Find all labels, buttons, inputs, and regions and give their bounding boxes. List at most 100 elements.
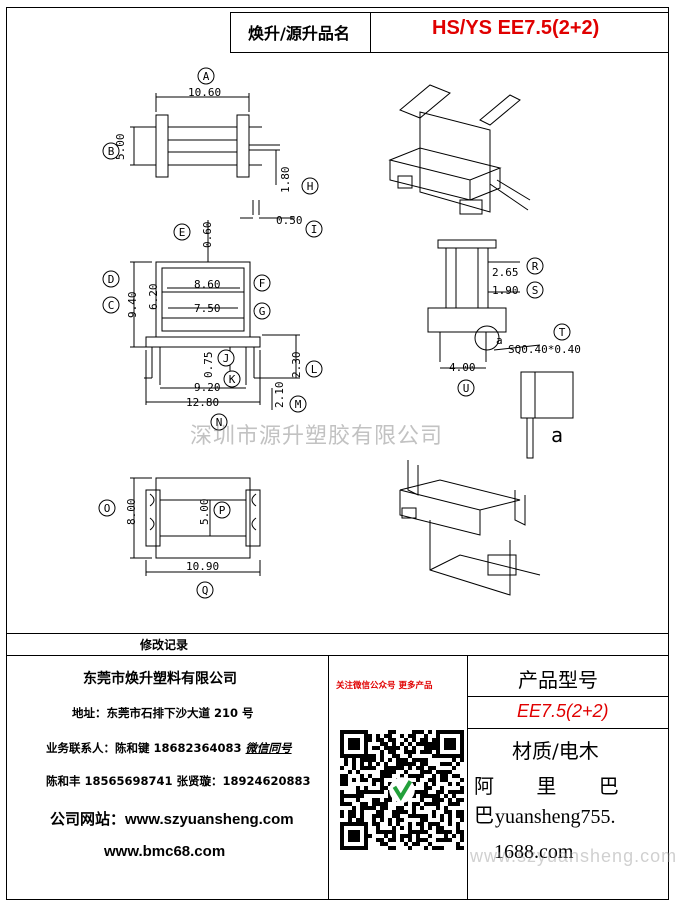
marker-h: H bbox=[307, 180, 314, 193]
marker-j: J bbox=[223, 352, 230, 365]
marker-circle-o bbox=[98, 499, 116, 517]
model-value: EE7.5(2+2) bbox=[517, 701, 609, 721]
detail-a bbox=[520, 371, 574, 459]
marker-circle-l bbox=[305, 360, 323, 378]
marker-t: T bbox=[559, 326, 566, 339]
contact-1-text: 业务联系人：陈和键 18682364083 bbox=[46, 741, 242, 755]
marker-circle-c bbox=[102, 296, 120, 314]
marker-circle-s bbox=[526, 281, 544, 299]
marker-e: E bbox=[179, 226, 186, 239]
dim-o: 8.00 bbox=[125, 499, 138, 526]
header-divider bbox=[370, 12, 371, 52]
marker-circle-e bbox=[173, 223, 191, 241]
company-website[interactable]: 公司网站：www.szyuansheng.com bbox=[50, 811, 294, 828]
marker-a: A bbox=[203, 70, 210, 83]
shop-url-line-2[interactable]: 1688.com bbox=[494, 841, 574, 863]
header-bottom-line bbox=[230, 52, 669, 53]
header-top-line bbox=[230, 12, 669, 13]
marker-circle-r bbox=[526, 257, 544, 275]
dim-s: 1.90 bbox=[492, 284, 519, 297]
dim-e: 0.60 bbox=[201, 222, 214, 249]
material-label: 材质/电木 bbox=[512, 739, 599, 763]
marker-r: R bbox=[532, 260, 539, 273]
dim-d: 6.20 bbox=[147, 284, 160, 311]
marker-circle-m bbox=[289, 395, 307, 413]
marker-k: K bbox=[229, 373, 236, 386]
technical-drawing: 10.60 5.00 1.80 0.50 0.60 8.60 7.50 9.40… bbox=[98, 67, 581, 599]
top-view bbox=[130, 93, 295, 219]
watermark-bottom: www.szyuansheng.com bbox=[470, 846, 676, 866]
wechat-label: 微信同号 bbox=[245, 741, 292, 755]
marker-m: M bbox=[295, 398, 302, 411]
qr-code[interactable] bbox=[340, 730, 464, 850]
marker-n: N bbox=[216, 416, 223, 429]
iso-view-bottom bbox=[399, 460, 541, 596]
qr-note: 关注微信公众号 更多产品 bbox=[336, 681, 433, 691]
dim-g: 7.50 bbox=[194, 302, 221, 315]
revision-top-line bbox=[6, 633, 669, 634]
dim-c: 9.40 bbox=[126, 292, 139, 319]
iso-view-top bbox=[388, 84, 531, 215]
marker-circle-j bbox=[217, 349, 235, 367]
revision-bottom-line bbox=[6, 655, 669, 656]
dim-k: 9.20 bbox=[194, 381, 221, 394]
dim-p: 5.00 bbox=[198, 499, 211, 526]
company-name: 东莞市焕升塑料有限公司 bbox=[83, 671, 237, 687]
marker-circle-i bbox=[305, 220, 323, 238]
header-left-line bbox=[230, 12, 231, 52]
marker-o: O bbox=[104, 502, 111, 515]
marker-q: Q bbox=[202, 584, 209, 597]
product-divider bbox=[467, 655, 468, 900]
revision-label: 修改记录 bbox=[140, 638, 189, 652]
qr-logo-icon bbox=[392, 780, 413, 802]
product-line-1 bbox=[467, 696, 669, 697]
marker-s: S bbox=[532, 284, 539, 297]
marker-l: L bbox=[311, 363, 318, 376]
company-address: 地址：东莞市石排下沙大道 210 号 bbox=[72, 706, 254, 720]
marker-circle-k bbox=[223, 370, 241, 388]
marker-u: U bbox=[463, 382, 470, 395]
marker-circle-a bbox=[197, 67, 215, 85]
marker-circle-b bbox=[102, 142, 120, 160]
alibaba-label: 阿 里 巴 巴 bbox=[474, 774, 637, 827]
dim-u: 4.00 bbox=[449, 361, 476, 374]
marker-d: D bbox=[108, 273, 115, 286]
company-contact-1: 业务联系人：陈和键 18682364083 微信同号 bbox=[46, 740, 292, 756]
marker-circle-p bbox=[213, 501, 231, 519]
watermark-center: 深圳市源升塑胶有限公司 bbox=[190, 424, 444, 449]
marker-circle-t bbox=[553, 323, 571, 341]
dim-t: SQ0.40*0.40 bbox=[508, 343, 581, 356]
dim-j: 0.75 bbox=[202, 352, 215, 379]
dim-n: 12.80 bbox=[186, 396, 219, 409]
side-view bbox=[427, 239, 541, 369]
dim-r: 2.65 bbox=[492, 266, 519, 279]
marker-circle-d bbox=[102, 270, 120, 288]
product-line-2 bbox=[467, 728, 669, 729]
marker-b: B bbox=[108, 145, 115, 158]
marker-circle-n bbox=[210, 413, 228, 431]
dim-m: 2.10 bbox=[273, 382, 286, 409]
drawing-frame bbox=[6, 7, 669, 900]
marker-f: F bbox=[259, 277, 266, 290]
marker-p: P bbox=[219, 504, 226, 517]
part-name-label: 焕升/源升品名 bbox=[248, 24, 350, 43]
company-website-2[interactable]: www.bmc68.com bbox=[104, 843, 226, 860]
bottom-view bbox=[130, 477, 261, 576]
dim-i: 0.50 bbox=[276, 214, 303, 227]
dim-l: 2.30 bbox=[290, 352, 303, 379]
marker-circle-f bbox=[253, 274, 271, 292]
dim-h: 1.80 bbox=[279, 167, 292, 194]
detail-ref-a: a bbox=[496, 334, 503, 347]
marker-circle-q bbox=[196, 581, 214, 599]
model-label: 产品型号 bbox=[518, 668, 598, 692]
part-name-value: HS/YS EE7.5(2+2) bbox=[432, 17, 600, 39]
dim-a: 10.60 bbox=[188, 86, 221, 99]
detail-label-a: a bbox=[551, 423, 563, 447]
front-view bbox=[130, 220, 300, 410]
shop-url-line-1[interactable]: yuansheng755. bbox=[495, 806, 616, 828]
company-divider bbox=[328, 655, 329, 900]
company-contact-2: 陈和丰 18565698741 张贤璇：18924620883 bbox=[46, 774, 311, 788]
marker-c: C bbox=[108, 299, 115, 312]
marker-g: G bbox=[259, 305, 266, 318]
